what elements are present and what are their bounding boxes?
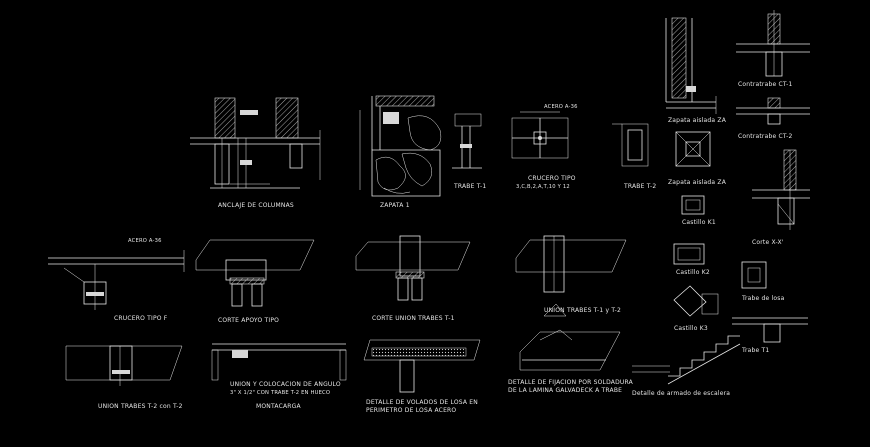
label-crucero-tipo-f: CRUCERO TIPO F — [114, 315, 168, 322]
detail-anclaje-columnas — [190, 97, 321, 189]
label-contratrabe-ct2: Contratrabe CT-2 — [738, 133, 793, 140]
label-zapata-aislada-1: Zapata aislada ZA — [668, 117, 727, 124]
detail-castillo-k3 — [673, 285, 719, 317]
label-acero-a36-top: ACERO A-36 — [544, 104, 578, 110]
label-detalle-volados-2: PERIMETRO DE LOSA ACERO — [366, 407, 456, 414]
label-trabe-t2: TRABE T-2 — [623, 183, 656, 190]
detail-escalera — [632, 335, 741, 385]
detail-contratrabe-ct1 — [736, 10, 810, 77]
label-trabe-t1-right: Trabe T1 — [741, 347, 769, 354]
detail-castillo-k2 — [673, 243, 705, 265]
detail-volados-losa — [363, 339, 481, 393]
detail-corte-apoyo — [195, 239, 315, 307]
detail-trabe-t1-right — [732, 317, 808, 343]
detail-zapata-aislada-column — [665, 17, 717, 114]
detail-castillo-k1 — [681, 195, 705, 215]
label-acero-a36-left: ACERO A-36 — [128, 238, 162, 244]
detail-corte-union — [355, 235, 471, 301]
label-union-trabes-t1-t2: UNION TRABES T-1 y T-2 — [544, 307, 621, 314]
detail-trabe-t1 — [452, 113, 482, 169]
detail-corte-xx — [752, 149, 810, 230]
detail-crucero-tipo — [511, 111, 569, 159]
label-zapata-aislada-2: Zapata aislada ZA — [668, 179, 727, 186]
detail-contratrabe-ct2 — [736, 97, 810, 125]
detail-trabe-losa — [741, 261, 767, 289]
label-castillo-k2: Castillo K2 — [676, 269, 710, 276]
detail-union-trabes-bottom — [65, 345, 183, 386]
detail-fijacion-soldadura — [519, 329, 621, 371]
label-detalle-fijacion-1: DETALLE DE FIJACION POR SOLDADURA — [508, 379, 634, 386]
label-crucero-tipo-2: 3,C,B,2,A,T,10 Y 12 — [516, 184, 570, 190]
detail-trabe-t2 — [612, 123, 649, 167]
detail-crucero-tipo-f — [48, 250, 185, 310]
label-trabe-t1: TRABE T-1 — [453, 183, 486, 190]
label-corte-union: CORTE UNION TRABES T-1 — [372, 315, 455, 322]
label-zapata-1: ZAPATA 1 — [380, 202, 410, 209]
label-castillo-k3: Castillo K3 — [674, 325, 708, 332]
label-detalle-volados-1: DETALLE DE VOLADOS DE LOSA EN — [366, 399, 478, 406]
detail-zapata-aislada-plan — [675, 131, 711, 167]
label-anclaje-columnas: ANCLAJE DE COLUMNAS — [218, 202, 294, 209]
label-corte-apoyo: CORTE APOYO TIPO — [218, 317, 279, 324]
label-castillo-k1: Castillo K1 — [682, 219, 716, 226]
label-detalle-fijacion-2: DE LA LAMINA GALVADECK A TRABE — [508, 387, 622, 394]
detail-union-colocacion-angulo — [211, 343, 347, 381]
label-corte-xx: Corte X-X' — [752, 239, 784, 246]
label-montacarga: MONTACARGA — [256, 403, 301, 410]
label-union-colocacion-2: 3" X 1/2" CON TRABE T-2 EN HUECO — [230, 390, 330, 396]
label-contratrabe-ct1: Contratrabe CT-1 — [738, 81, 793, 88]
label-union-trabes-bottom: UNION TRABES T-2 con T-2 — [98, 403, 183, 410]
label-trabe-losa: Trabe de losa — [741, 295, 785, 302]
label-crucero-tipo-1: CRUCERO TIPO — [528, 175, 576, 182]
label-detalle-escalera: Detalle de armado de escalera — [632, 390, 730, 397]
label-union-colocacion-1: UNION Y COLOCACION DE ANGULO — [230, 381, 341, 388]
detail-union-trabes-t1-t2 — [515, 235, 627, 317]
detail-zapata-1 — [359, 95, 442, 197]
